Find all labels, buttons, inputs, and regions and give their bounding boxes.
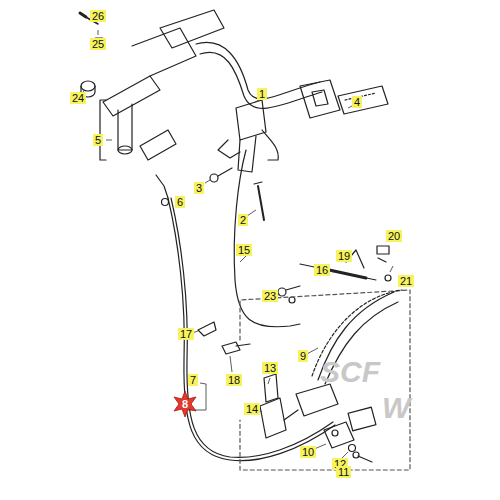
callout-number: 15	[236, 244, 252, 256]
callout-number: 10	[300, 446, 316, 458]
callout-number: 26	[90, 10, 106, 22]
callout-number: 8	[180, 398, 190, 410]
watermark: W	[380, 392, 412, 424]
callout-number: 4	[352, 96, 362, 108]
callout-number: 13	[262, 362, 278, 374]
callout-number: 24	[70, 92, 86, 104]
watermark: SCF	[318, 356, 382, 388]
callout-number: 1	[257, 88, 267, 100]
callout-number: 16	[314, 264, 330, 276]
callout-number: 19	[336, 250, 352, 262]
callout-number: 20	[386, 230, 402, 242]
callout-number: 21	[398, 275, 414, 287]
callout-number: 6	[175, 196, 185, 208]
callout-number: 2	[238, 214, 248, 226]
callout-number: 17	[178, 328, 194, 340]
callout-number: 18	[226, 374, 242, 386]
callout-number: 9	[298, 350, 308, 362]
callout-number: 5	[93, 134, 103, 146]
star-marker	[174, 391, 196, 417]
callout-number: 11	[336, 466, 351, 478]
callout-number: 7	[188, 374, 198, 386]
callout-number: 14	[244, 403, 260, 415]
callout-number: 23	[262, 290, 278, 302]
callout-number: 3	[194, 182, 204, 194]
callout-number: 25	[90, 38, 106, 50]
